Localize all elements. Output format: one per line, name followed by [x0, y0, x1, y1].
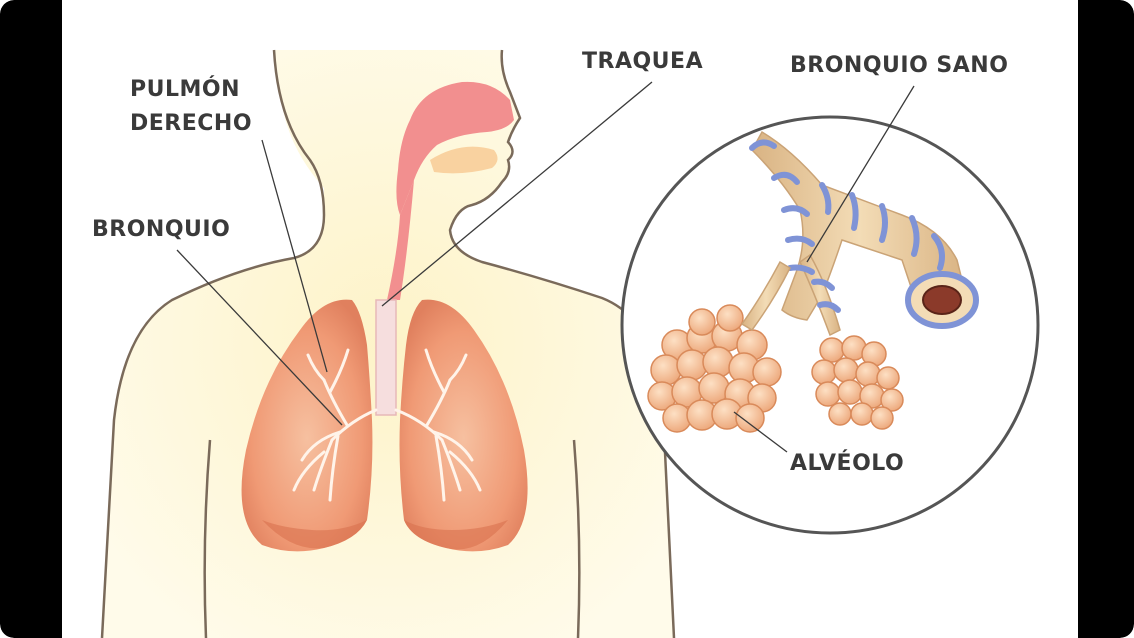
trachea	[376, 300, 396, 415]
right-letterbox-bar	[1078, 0, 1134, 638]
label-pulmon-derecho-line2: DERECHO	[130, 111, 252, 136]
label-traquea: TRAQUEA	[582, 49, 703, 74]
diagram-canvas: PULMÓN DERECHO TRAQUEA BRONQUIO SANO BRO…	[62, 0, 1078, 638]
respiratory-diagram: PULMÓN DERECHO TRAQUEA BRONQUIO SANO BRO…	[62, 0, 1078, 638]
trachea-tube	[376, 300, 396, 415]
label-alveolo: ALVÉOLO	[790, 450, 904, 476]
label-bronquio: BRONQUIO	[92, 217, 230, 242]
left-letterbox-bar	[0, 0, 62, 638]
bronchus-lumen	[923, 286, 961, 314]
label-bronquio-sano: BRONQUIO SANO	[790, 53, 1008, 78]
label-pulmon-derecho-line1: PULMÓN	[130, 76, 240, 102]
